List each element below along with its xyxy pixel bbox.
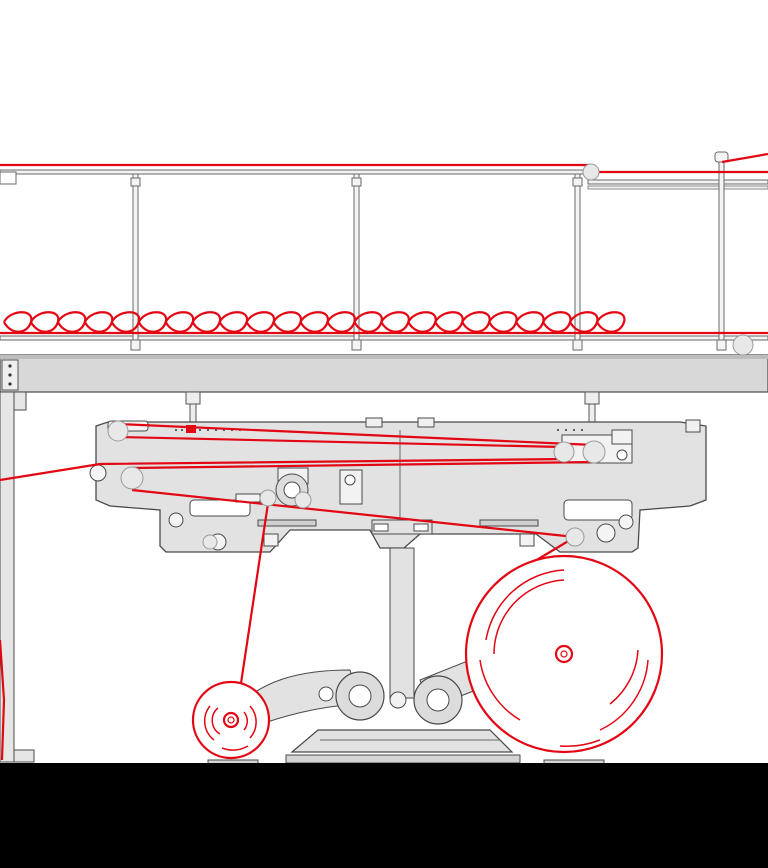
- festoon-loop: [326, 311, 356, 333]
- festoon-loop: [380, 311, 410, 333]
- festoon-loop: [488, 311, 518, 333]
- festoon-loop: [299, 311, 329, 333]
- unwind-reel-icon: [464, 554, 664, 754]
- festoon-loop: [164, 311, 195, 333]
- idler-roller-icon: [582, 440, 606, 464]
- festoon-loop: [569, 311, 599, 333]
- festoon-loop: [353, 311, 383, 333]
- festoon-loop: [542, 311, 572, 333]
- idler-roller-icon: [294, 491, 312, 509]
- festoon-loop: [218, 311, 248, 333]
- festoon-loop: [245, 311, 275, 333]
- festoon-loop: [137, 311, 168, 333]
- idler-roller-icon: [582, 163, 600, 181]
- festoon-accumulator: [3, 311, 626, 333]
- idler-rollers: [107, 163, 754, 550]
- main-beam: [0, 354, 768, 423]
- idler-roller-icon: [120, 466, 144, 490]
- idler-roller-icon: [732, 334, 754, 356]
- idler-roller-icon: [565, 527, 585, 547]
- floor-icon: [0, 763, 768, 868]
- left-side-frame: [0, 391, 35, 763]
- festoon-loop: [434, 311, 464, 333]
- idler-roller-icon: [107, 420, 129, 442]
- festoon-loop: [596, 311, 626, 333]
- support-column: [207, 519, 605, 765]
- rewind-reel-icon: [191, 680, 271, 760]
- festoon-loop: [56, 311, 87, 333]
- festoon-loop: [191, 311, 222, 333]
- festoon-loop: [407, 311, 437, 333]
- idler-roller-icon: [553, 441, 575, 463]
- idler-roller-icon: [202, 534, 218, 550]
- festoon-loop: [515, 311, 545, 333]
- festoon-loop: [83, 311, 114, 333]
- festoon-loop: [29, 311, 60, 333]
- splicer-unit: [89, 417, 707, 553]
- idler-roller-icon: [259, 489, 277, 507]
- upper-walkway: [0, 151, 768, 351]
- festoon-loop: [272, 311, 302, 333]
- festoon-loop: [461, 311, 491, 333]
- festoon-loop: [3, 311, 33, 333]
